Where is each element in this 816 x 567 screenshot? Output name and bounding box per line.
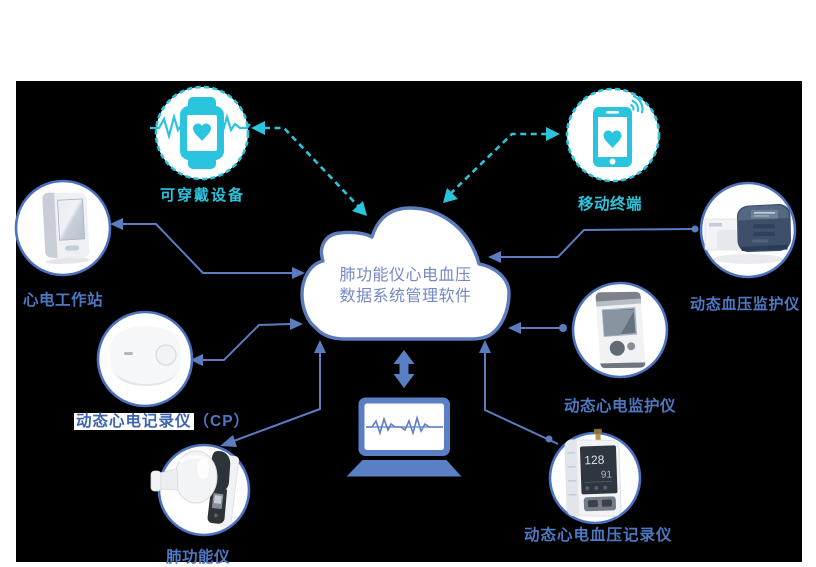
arrows-cyan xyxy=(251,121,560,216)
label-wearable: 可穿戴设备 xyxy=(160,187,246,204)
arrow-wearable-cloud xyxy=(251,121,367,216)
laptop-icon xyxy=(346,397,462,477)
arrow-mobile-cloud xyxy=(443,127,560,203)
label-pulmonary: 肺功能仪 xyxy=(166,549,231,566)
label-bp-monitor: 动态血压监护仪 xyxy=(690,296,800,313)
ecg-workstation-photo xyxy=(42,192,90,265)
smartwatch-heart-ecg-icon xyxy=(150,97,251,169)
recorder-screen-systolic: 128 xyxy=(584,453,605,468)
label-ecg-monitor: 动态心电监护仪 xyxy=(564,398,677,415)
label-workstation: 心电工作站 xyxy=(23,292,104,309)
arrow-cp-cloud xyxy=(190,318,303,366)
arrow-workstation-cloud xyxy=(110,218,305,279)
recorder-screen-diastolic: 91 xyxy=(601,469,613,480)
cloud-shape xyxy=(300,206,511,341)
spirometer-photo xyxy=(150,450,240,527)
label-cp-recorder: 动态心电记录仪（CP） xyxy=(74,409,250,431)
node-cp-recorder xyxy=(96,310,194,408)
smartphone-heart-wifi-icon xyxy=(593,95,644,167)
label-cp-suffix: （CP） xyxy=(193,413,251,430)
laptop-sync-group xyxy=(346,350,462,477)
node-mobile xyxy=(565,87,661,183)
node-workstation xyxy=(14,179,112,277)
arrow-bp-cloud xyxy=(488,225,699,263)
cloud-title: 肺功能仪心电血压 数据系统管理软件 xyxy=(303,266,508,307)
cloud-title-line2: 数据系统管理软件 xyxy=(339,287,472,305)
bp-monitor-cuff-photo xyxy=(704,204,791,264)
holter-recorder-photo xyxy=(110,326,181,386)
arrow-recorder-cloud xyxy=(479,340,559,445)
sync-double-arrow xyxy=(393,350,415,388)
node-wearable xyxy=(150,85,251,181)
bp-ecg-recorder-photo: 128 91 xyxy=(564,428,622,517)
wifi-signal-icon xyxy=(629,95,644,114)
ecg-monitor-photo xyxy=(595,291,646,369)
arrows-blue xyxy=(110,218,699,447)
node-ecg-monitor xyxy=(571,281,669,379)
arrow-ecgmonitor-cloud xyxy=(508,322,567,334)
node-bp-monitor xyxy=(699,181,797,279)
label-mobile: 移动终端 xyxy=(578,196,643,213)
node-bp-ecg-recorder: 128 91 xyxy=(548,428,642,525)
label-cp-highlight: 动态心电记录仪 xyxy=(74,413,194,430)
node-pulmonary xyxy=(150,443,251,537)
label-bp-ecg-recorder: 动态心电血压记录仪 xyxy=(524,527,673,544)
cloud-title-line1: 肺功能仪心电血压 xyxy=(339,267,472,284)
arrow-pulmonary-cloud xyxy=(220,340,326,447)
